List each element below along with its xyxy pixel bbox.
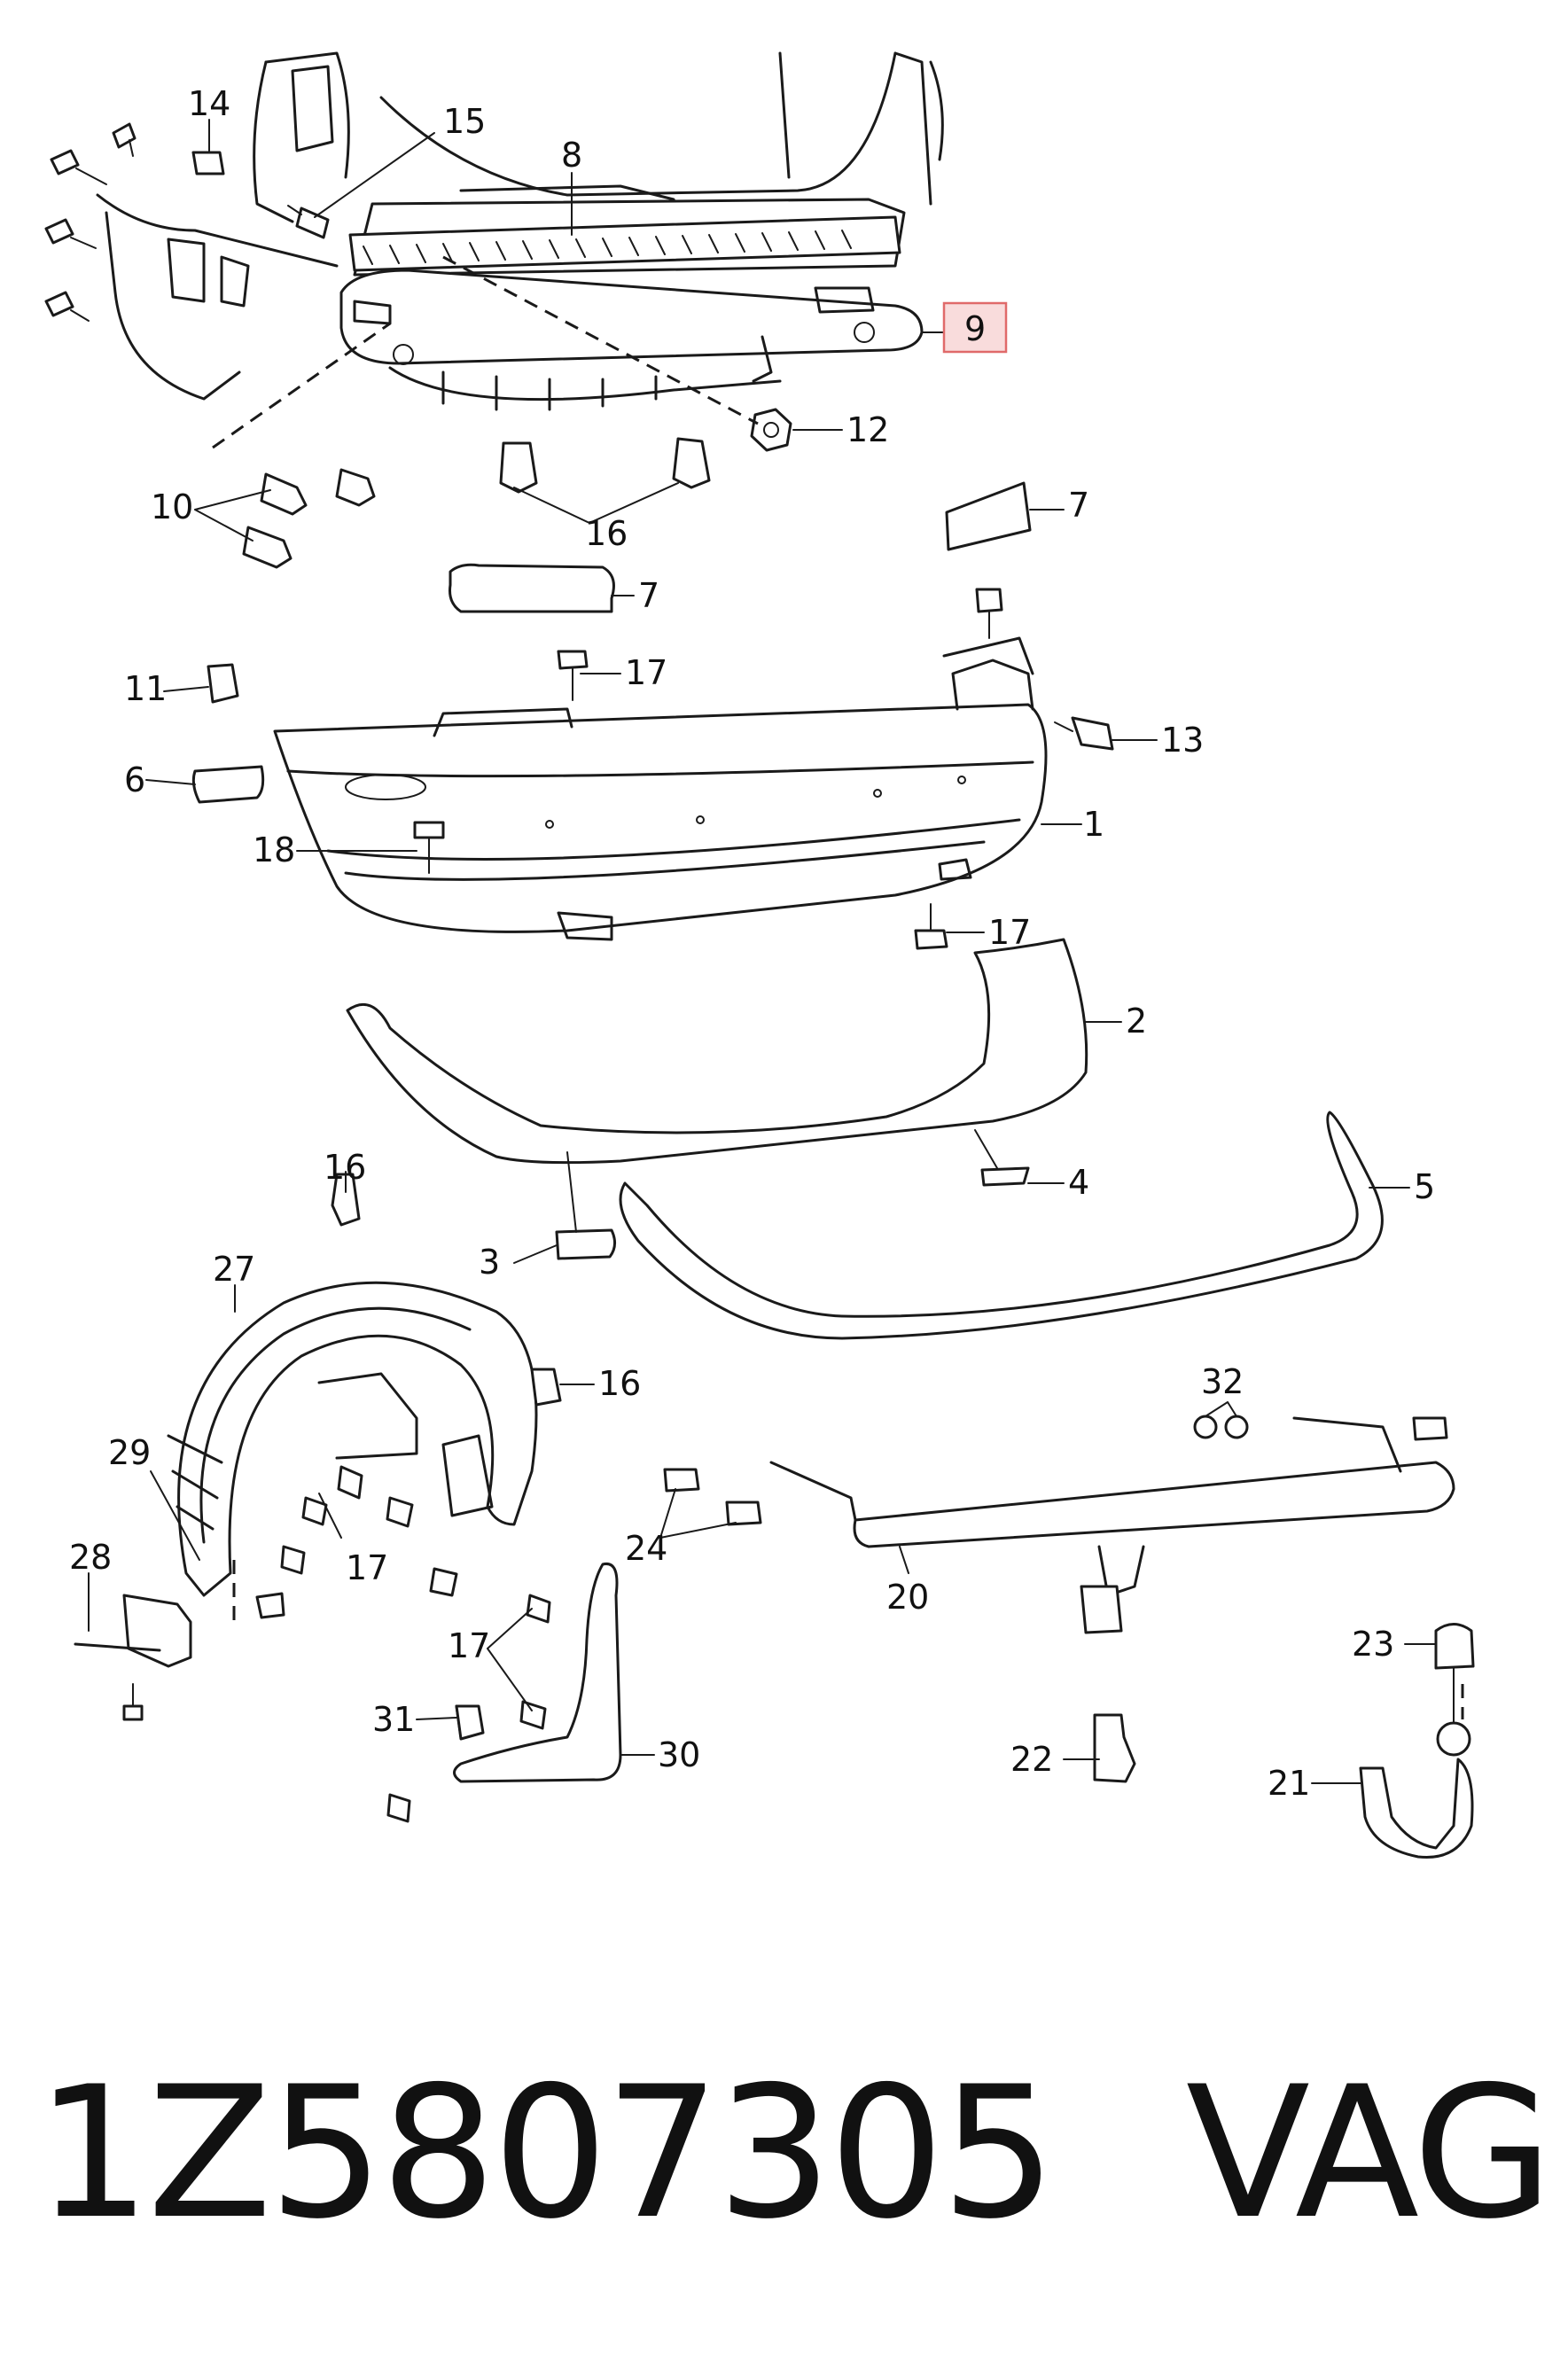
parts-28-29-brackets [74,1592,285,1721]
callout-27: 27 [213,1250,255,1289]
callout-14: 14 [188,84,230,123]
part-27-wheel-arch-liner [167,1281,538,1597]
part-20-tow-bar-carrier [663,1416,1455,1634]
callout-28: 28 [69,1538,112,1577]
callout-9: 9 [964,309,986,348]
leader-lines [88,119,1437,1784]
callout-16-right: 16 [598,1364,641,1403]
callout-5: 5 [1414,1167,1435,1206]
callout-12: 12 [846,410,889,449]
part-30-mud-flap [386,1562,622,1823]
part-16-clips-mid [331,1173,562,1407]
callout-32: 32 [1201,1362,1244,1401]
callout-13: 13 [1161,721,1204,760]
part-8-rear-panel-strip [348,215,901,272]
part-1-bumper-cover [273,636,1048,941]
callout-10: 10 [151,487,193,526]
part-32-caps [1193,1415,1249,1439]
assembly-dashes [212,255,1464,1719]
callout-22: 22 [1010,1740,1053,1779]
callout-6: 6 [124,760,145,799]
callout-8: 8 [561,136,582,175]
part-9-bumper-carrier [339,269,924,411]
callout-16-mid: 16 [324,1148,366,1187]
callout-29: 29 [108,1433,151,1472]
callout-17-flap: 17 [448,1626,490,1665]
part-22-socket [1093,1713,1136,1783]
callout-7-right: 7 [1068,486,1089,525]
callout-17-arch: 17 [346,1548,388,1587]
callout-21: 21 [1268,1764,1310,1803]
callout-31: 31 [372,1700,415,1739]
part-number-footer: 1Z5807305 VAG [35,2038,1553,2269]
callout-1: 1 [1083,805,1104,844]
callout-30: 30 [658,1735,700,1774]
callout-23: 23 [1352,1625,1394,1664]
parts-3-4 [555,1129,1030,1260]
callout-15: 15 [443,102,486,141]
callout-24: 24 [625,1529,667,1568]
callout-16-top: 16 [585,514,628,553]
callout-18: 18 [253,830,295,869]
part-17-screws-arch [280,1465,458,1597]
callout-labels: 14 15 8 9 12 10 16 7 7 11 17 13 6 1 18 1… [69,84,1435,1803]
part-9-highlight [942,301,1008,354]
part-number: 1Z5807305 [35,2048,1057,2259]
callout-2: 2 [1126,1002,1147,1041]
part-7-trims [449,481,1032,613]
screws-top-left [44,122,330,322]
callout-17-mid: 17 [988,913,1031,952]
rear-body-shell [96,51,944,401]
part-10-screws [242,468,376,569]
part-31-bracket [455,1704,485,1741]
parts-21-23-tow-ball [1359,1623,1475,1859]
small-fasteners-mid [191,588,1114,950]
part-16-clips [499,437,711,494]
callout-3: 3 [479,1243,500,1282]
callout-4: 4 [1068,1163,1089,1202]
part-2-lower-trim [346,938,1088,1165]
brand-name: VAG [1185,2048,1554,2259]
part-5-trim-strip [619,1111,1384,1340]
exploded-parts-diagram: 14 15 8 9 12 10 16 7 7 11 17 13 6 1 18 1… [44,51,1475,1859]
part-12-nut [750,408,792,452]
callout-11: 11 [124,669,167,708]
callout-20: 20 [886,1578,929,1617]
callout-7-left: 7 [638,576,659,615]
callout-17-top: 17 [625,653,667,692]
